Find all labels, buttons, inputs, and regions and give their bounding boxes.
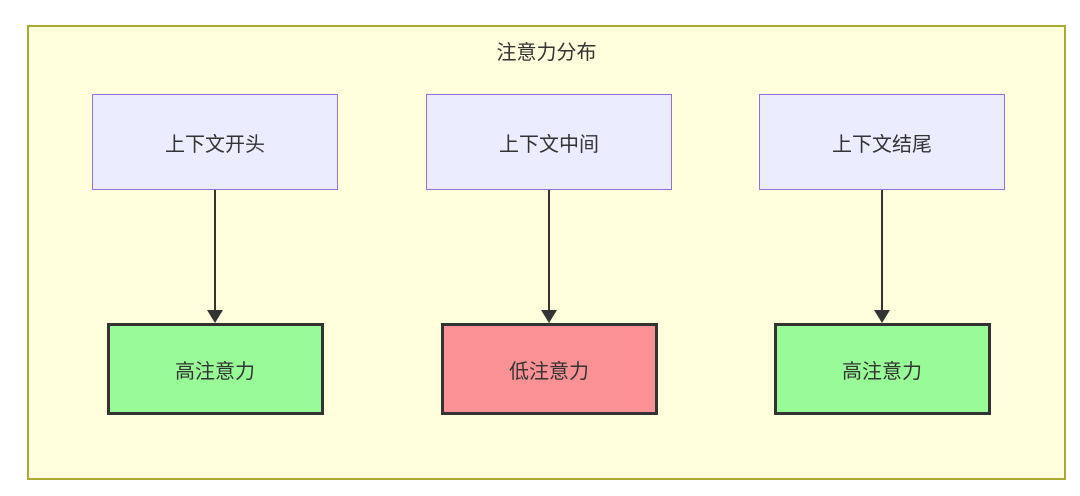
diagram-title: 注意力分布 (496, 42, 597, 64)
source-node-label: 上下文结尾 (832, 133, 932, 156)
arrow-line (548, 190, 550, 310)
arrow-line (214, 190, 216, 310)
arrow-down (207, 190, 223, 323)
arrow-down (874, 190, 890, 323)
arrow-down (541, 190, 557, 323)
flow-column-end: 上下文结尾 高注意力 (759, 94, 1005, 415)
flow-column-begin: 上下文开头 高注意力 (92, 94, 338, 415)
target-node: 高注意力 (106, 323, 324, 415)
source-node-label: 上下文开头 (165, 133, 265, 156)
arrow-head-icon (874, 310, 890, 323)
arrow-head-icon (207, 310, 223, 323)
source-node: 上下文结尾 (759, 94, 1005, 190)
source-node-label: 上下文中间 (499, 133, 599, 156)
arrow-head-icon (541, 310, 557, 323)
arrow-line (881, 190, 883, 310)
flow-column-middle: 上下文中间 低注意力 (426, 94, 672, 415)
target-node: 低注意力 (440, 323, 658, 415)
target-node-label: 高注意力 (842, 360, 922, 383)
source-node: 上下文开头 (92, 94, 338, 190)
attention-distribution-group: 注意力分布 上下文开头 高注意力 上下文中间 低注意力 (27, 25, 1066, 480)
target-node-label: 低注意力 (509, 360, 589, 383)
target-node-label: 高注意力 (175, 360, 255, 383)
source-node: 上下文中间 (426, 94, 672, 190)
target-node: 高注意力 (773, 323, 991, 415)
